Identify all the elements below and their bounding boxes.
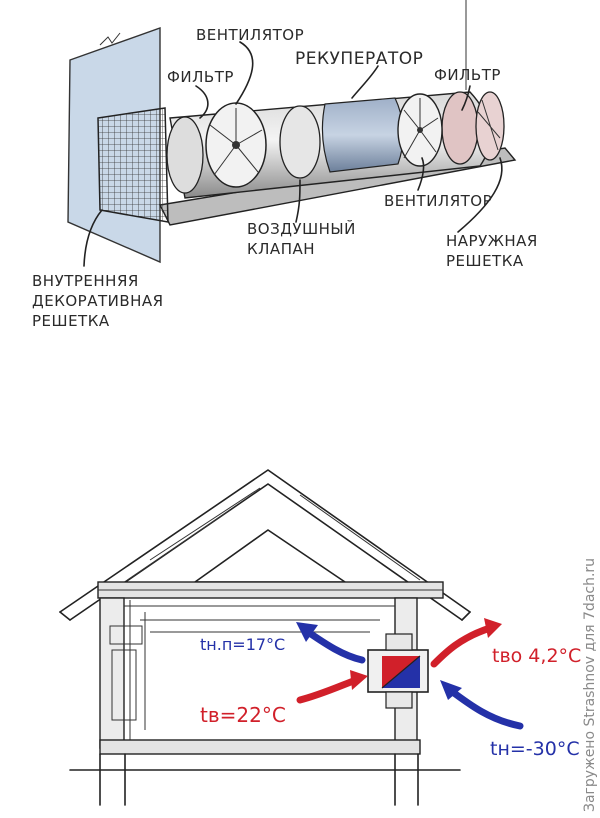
temp-indoor: tв=22°C [200, 703, 286, 727]
watermark: Загружено Strashnov для 7dach.ru [582, 558, 598, 812]
label-air-valve-2: КЛАПАН [247, 240, 315, 258]
left-wall [99, 597, 125, 749]
attic-gable [194, 529, 346, 583]
arrow-supply-in [296, 622, 366, 664]
filter-right [441, 91, 479, 165]
arrow-exhaust-out [430, 618, 502, 668]
arrow-indoor-in [296, 670, 368, 704]
label-outer-grille-2: РЕШЕТКА [446, 252, 524, 270]
label-air-valve-1: ВОЗДУШНЫЙ [247, 219, 356, 238]
floor-slab [99, 739, 421, 755]
label-filter-right: ФИЛЬТР [434, 66, 501, 84]
label-recuperator: РЕКУПЕРАТОР [295, 49, 423, 69]
recuperator-core [321, 97, 404, 173]
label-outer-grille-1: НАРУЖНАЯ [446, 232, 538, 250]
inner-grille [97, 107, 169, 223]
recuperator-unit [367, 633, 429, 709]
temp-outdoor: tн=-30°C [490, 738, 580, 760]
label-fan-bottom: ВЕНТИЛЯТОР [384, 192, 492, 210]
filter-left [166, 116, 204, 194]
house-section [59, 469, 524, 806]
recuperator-assembly [67, 0, 517, 267]
temp-exhaust: tвo 4,2°C [492, 645, 581, 667]
label-inner-grille-2: ДЕКОРАТИВНАЯ [32, 292, 164, 310]
arrow-outdoor-in [440, 680, 524, 730]
fan-left [205, 102, 267, 188]
label-inner-grille-3: РЕШЕТКА [32, 312, 110, 330]
label-filter-left: ФИЛЬТР [167, 68, 234, 86]
air-valve [279, 105, 321, 179]
roof-outline [59, 469, 471, 613]
temp-supply: tн.п=17°C [200, 635, 285, 654]
fan-right [397, 93, 443, 167]
label-fan-top: ВЕНТИЛЯТОР [196, 26, 304, 44]
label-inner-grille-1: ВНУТРЕННЯЯ [32, 272, 139, 290]
